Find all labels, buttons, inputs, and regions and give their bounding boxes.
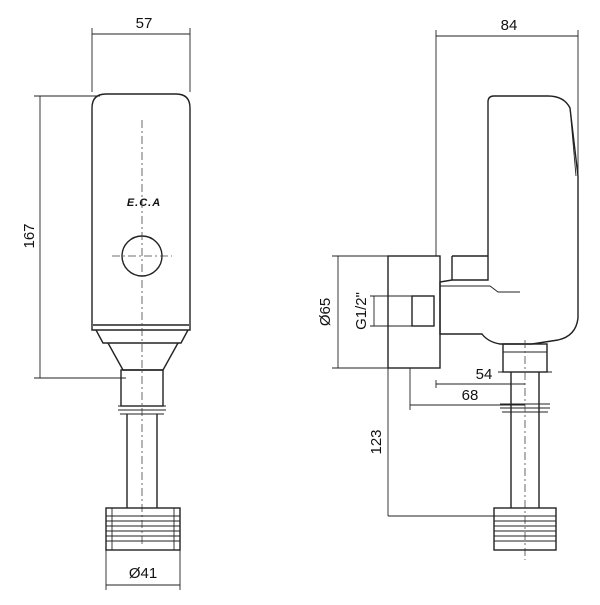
sensor-body-front xyxy=(91,93,191,331)
offset2-label: 68 xyxy=(462,387,479,404)
thread-label: G1/2" xyxy=(353,292,370,330)
body-neck xyxy=(95,329,189,344)
side-inner-contour xyxy=(440,285,520,293)
front-view: 57 167 E.C.A xyxy=(21,15,191,590)
height-label: 167 xyxy=(21,223,38,248)
tail-label: 123 xyxy=(368,429,385,454)
front-threaded-connector xyxy=(105,507,181,551)
side-threaded-connector xyxy=(493,507,557,551)
flange-label: Ø65 xyxy=(317,298,334,326)
brand-logo: E.C.A xyxy=(127,197,161,209)
side-view: 84 G1/2" Ø65 xyxy=(317,17,579,560)
sensor-body-side xyxy=(439,95,579,345)
depth-label: 84 xyxy=(501,17,518,34)
outlet-diameter-label: Ø41 xyxy=(129,565,157,582)
wall-flange xyxy=(387,255,441,369)
side-face-edge xyxy=(569,107,577,177)
width-label: 57 xyxy=(136,15,153,32)
body-taper xyxy=(107,342,179,371)
inlet-nipple xyxy=(411,295,435,327)
offset1-label: 54 xyxy=(476,366,493,383)
